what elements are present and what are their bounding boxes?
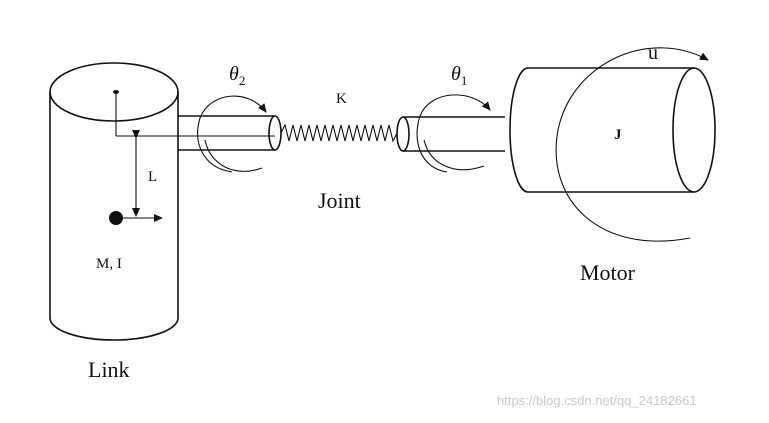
link-cylinder bbox=[49, 62, 179, 341]
theta2-label: θ2 bbox=[229, 63, 245, 88]
theta2-rotation-tail bbox=[204, 139, 263, 172]
link-geometry bbox=[109, 94, 275, 225]
theta1-label: θ1 bbox=[451, 63, 467, 88]
joint-label: Joint bbox=[318, 188, 361, 213]
watermark: https://blog.csdn.net/qq_24182661 bbox=[497, 393, 697, 408]
input-torque-label: u bbox=[648, 42, 658, 64]
link-label: Link bbox=[88, 357, 130, 382]
stiffness-label: K bbox=[336, 91, 347, 107]
link-top-center-dot bbox=[113, 90, 119, 94]
theta1-rotation-arrow bbox=[416, 94, 491, 173]
input-torque-arrow bbox=[555, 47, 709, 242]
theta2-rotation-arrow bbox=[197, 95, 267, 173]
motor-inertia-label: J bbox=[614, 127, 622, 143]
theta1-rotation-tail bbox=[423, 139, 485, 171]
link-shaft bbox=[178, 115, 282, 151]
joint-spring bbox=[280, 123, 398, 143]
motor-shaft bbox=[396, 116, 505, 152]
center-of-mass-dot bbox=[109, 211, 123, 225]
length-label: L bbox=[148, 169, 157, 185]
motor-cylinder bbox=[509, 67, 716, 193]
motor-label: Motor bbox=[580, 260, 636, 285]
mass-inertia-label: M, I bbox=[96, 256, 122, 272]
